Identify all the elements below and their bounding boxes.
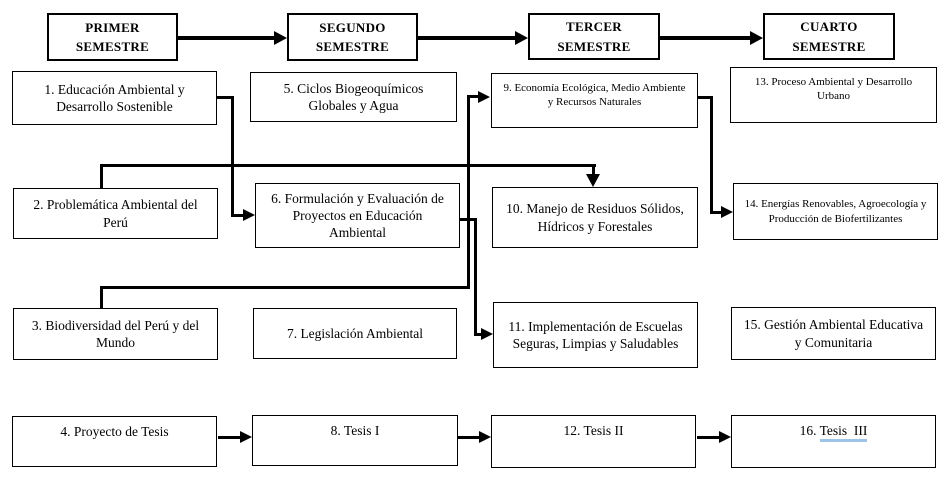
semester-header-4: CUARTO SEMESTRE <box>763 13 895 60</box>
course-box-16: 16. Tesis III <box>731 415 936 468</box>
connector-line <box>231 214 244 217</box>
course-box-15: 15. Gestión Ambiental Educativa y Comuni… <box>731 307 936 360</box>
connector-line <box>217 96 234 99</box>
course-box-13: 13. Proceso Ambiental y Desarrollo Urban… <box>730 67 937 123</box>
grammar-underlined-text: Tesis III <box>819 423 868 442</box>
course-label: 1. Educación Ambiental y Desarrollo Sost… <box>44 81 188 114</box>
connector-line <box>100 286 470 289</box>
arrowhead-right <box>478 91 490 103</box>
connector-line <box>418 36 515 40</box>
connector-line <box>474 333 483 336</box>
course-label: 7. Legislación Ambiental <box>286 325 424 341</box>
course-box-5: 5. Ciclos Biogeoquímicos Globales y Agua <box>250 72 457 122</box>
course-box-7: 7. Legislación Ambiental <box>253 308 457 359</box>
course-label: 3. Biodiversidad del Perú y del Mundo <box>31 317 203 350</box>
arrowhead-right <box>243 209 255 221</box>
course-box-1: 1. Educación Ambiental y Desarrollo Sost… <box>12 71 217 125</box>
connector-line <box>467 95 470 289</box>
arrowhead-right <box>721 206 733 218</box>
course-box-3: 3. Biodiversidad del Perú y del Mundo <box>13 308 218 360</box>
course-label: 14. Energías Renovables, Agroecología y … <box>744 198 930 225</box>
arrowhead-right <box>750 31 763 45</box>
course-box-10: 10. Manejo de Residuos Sólidos, Hídricos… <box>492 187 698 248</box>
course-label: 10. Manejo de Residuos Sólidos, Hídricos… <box>506 201 688 234</box>
semester-header-3: TERCER SEMESTRE <box>528 13 660 60</box>
arrowhead-down <box>586 174 600 187</box>
course-box-8: 8. Tesis I <box>252 415 458 466</box>
connector-line <box>467 95 479 98</box>
connector-line <box>474 218 477 336</box>
course-box-9: 9. Economía Ecológica, Medio Ambiente y … <box>491 73 698 128</box>
course-label: 9. Economía Ecológica, Medio Ambiente y … <box>503 82 689 109</box>
course-number: 16. <box>799 423 820 438</box>
course-label: 12. Tesis II <box>563 423 624 438</box>
arrowhead-right <box>481 328 493 340</box>
connector-line <box>592 164 595 175</box>
arrowhead-right <box>515 31 528 45</box>
connector-line <box>458 436 480 439</box>
semester-header-2: SEGUNDO SEMESTRE <box>287 13 418 61</box>
course-box-11: 11. Implementación de Escuelas Seguras, … <box>493 302 698 368</box>
course-label: 2. Problemática Ambiental del Perú <box>33 197 201 230</box>
course-label: 8. Tesis I <box>330 423 380 438</box>
course-label: 11. Implementación de Escuelas Seguras, … <box>508 318 686 351</box>
connector-line <box>231 96 234 217</box>
connector-line <box>178 36 276 40</box>
course-box-14: 14. Energías Renovables, Agroecología y … <box>733 183 938 240</box>
connector-line <box>100 287 103 309</box>
semester-header-1: PRIMER SEMESTRE <box>47 13 178 61</box>
course-box-12: 12. Tesis II <box>491 415 696 468</box>
course-label: 15. Gestión Ambiental Educativa y Comuni… <box>743 317 927 350</box>
connector-line <box>697 96 713 99</box>
arrowhead-right <box>274 31 287 45</box>
arrowhead-right <box>479 431 491 443</box>
connector-line <box>218 436 241 439</box>
connector-line <box>660 36 750 40</box>
arrowhead-right <box>240 431 252 443</box>
course-box-2: 2. Problemática Ambiental del Perú <box>13 188 218 239</box>
course-label: 13. Proceso Ambiental y Desarrollo Urban… <box>754 76 915 103</box>
connector-line <box>710 211 722 214</box>
course-label: 5. Ciclos Biogeoquímicos Globales y Agua <box>283 80 427 113</box>
course-box-4: 4. Proyecto de Tesis <box>12 416 217 467</box>
connector-line <box>710 96 713 214</box>
course-label: 6. Formulación y Evaluación de Proyectos… <box>271 190 448 241</box>
connector-line <box>100 164 596 167</box>
course-label: 16. Tesis III <box>799 422 868 442</box>
course-label: 4. Proyecto de Tesis <box>60 424 169 439</box>
arrowhead-right <box>719 431 731 443</box>
connector-line <box>459 218 477 221</box>
connector-line <box>100 166 103 189</box>
connector-line <box>697 436 720 439</box>
course-box-6: 6. Formulación y Evaluación de Proyectos… <box>255 183 460 248</box>
